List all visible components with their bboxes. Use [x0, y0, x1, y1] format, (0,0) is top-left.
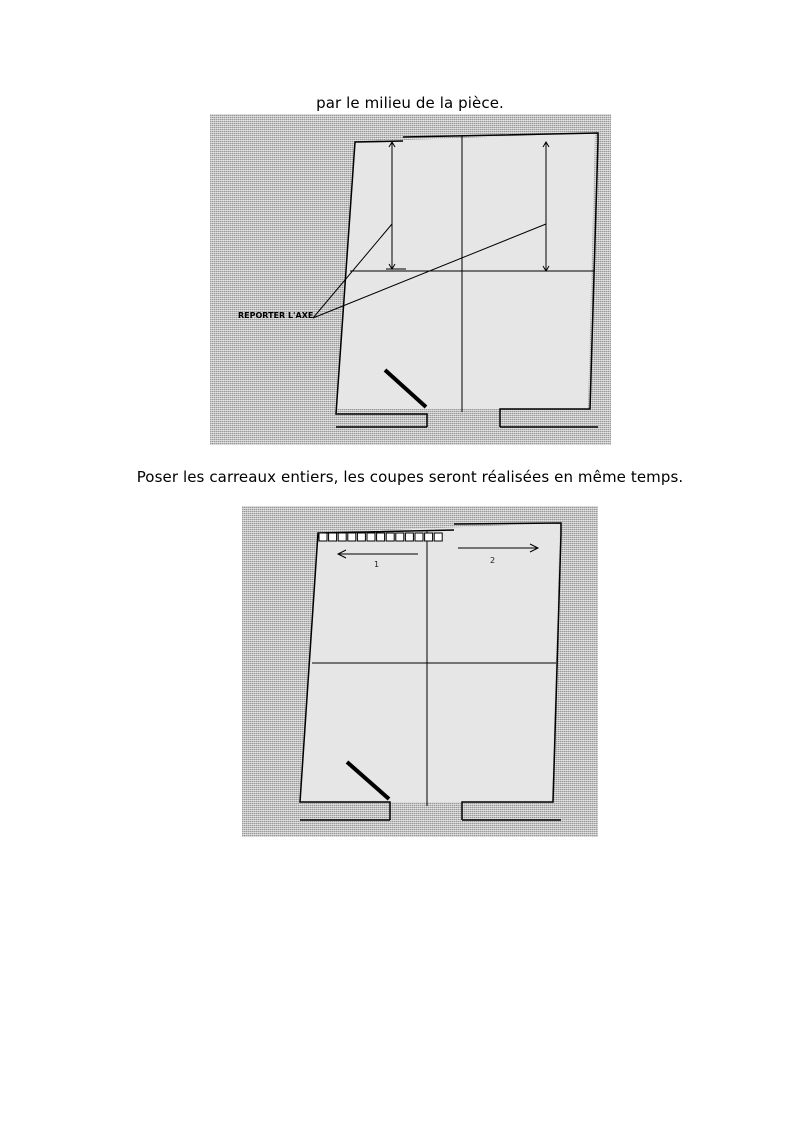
room-wall-outline: [299, 529, 455, 820]
tile: [366, 532, 376, 542]
leader-line-left: [312, 223, 393, 319]
room-wall-outline-right: [402, 132, 599, 427]
tile: [404, 532, 414, 542]
tile: [356, 532, 366, 542]
figure-tile-laying-layout: 1 2: [242, 506, 598, 837]
tile: [385, 532, 395, 542]
reporter-axe-label: REPORTER L'AXE: [238, 311, 313, 320]
direction-label-2: 2: [490, 556, 495, 565]
tile: [424, 532, 434, 542]
room-wall-outline-right: [453, 522, 562, 820]
tile: [433, 532, 443, 542]
figure-room-axis-layout: REPORTER L'AXE: [210, 114, 611, 445]
tile: [318, 532, 328, 542]
tile-row: [318, 532, 443, 542]
tile: [376, 532, 386, 542]
door-swing-mark: [383, 368, 428, 409]
tile: [395, 532, 405, 542]
tile: [337, 532, 347, 542]
tile: [347, 532, 357, 542]
direction-label-1: 1: [374, 560, 379, 569]
door-swing-mark: [345, 760, 391, 801]
caption-tile-laying: Poser les carreaux entiers, les coupes s…: [136, 468, 684, 486]
caption-axis-reference: par le milieu de la pièce.: [316, 94, 504, 112]
leader-line-right: [312, 223, 547, 319]
tile: [328, 532, 338, 542]
tile: [414, 532, 424, 542]
room-wall-outline: [335, 140, 428, 427]
